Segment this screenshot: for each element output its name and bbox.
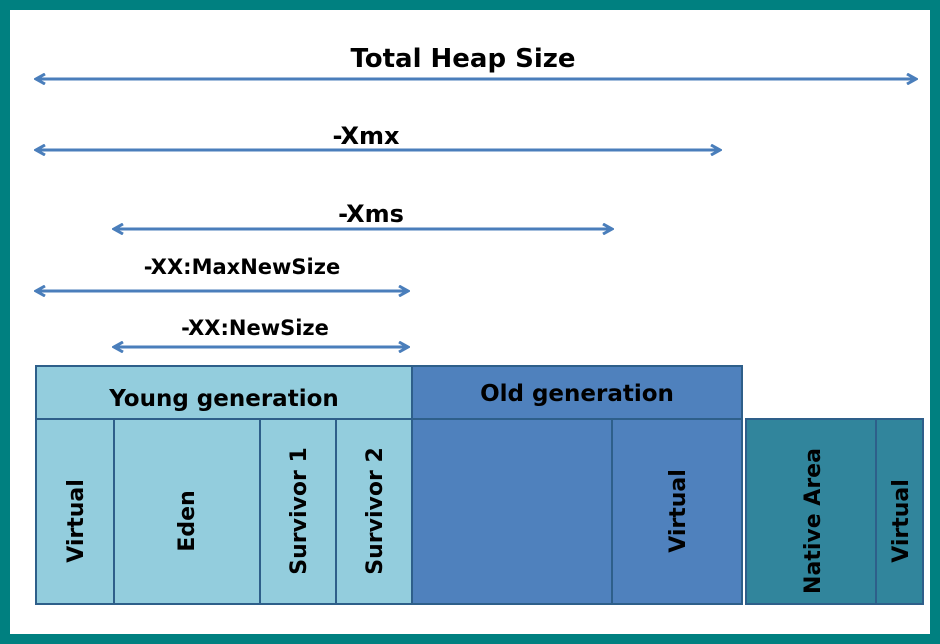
native-area-label: Native Area: [801, 448, 826, 594]
old-generation-label: Old generation: [480, 381, 674, 407]
old-virtual-cell: [611, 418, 743, 605]
total-heap-label: Total Heap Size: [350, 44, 575, 74]
max-new-size-label: -XX:MaxNewSize: [144, 255, 340, 279]
new-size-label: -XX:NewSize: [181, 316, 329, 340]
native-virtual-cell: [875, 418, 924, 605]
eden-cell: [113, 418, 261, 605]
native-virtual-label: Virtual: [889, 479, 914, 563]
eden-label: Eden: [175, 490, 200, 551]
diagram-canvas: Total Heap Size -Xmx -Xms -XX:MaxNewSize…: [10, 10, 930, 634]
young-virtual-cell: [35, 418, 115, 605]
old-virtual-label: Virtual: [666, 469, 691, 553]
survivor2-label: Survivor 2: [363, 447, 388, 575]
young-virtual-label: Virtual: [64, 479, 89, 563]
survivor1-label: Survivor 1: [287, 447, 312, 575]
young-generation-label: Young generation: [108, 386, 339, 412]
xmx-label: -Xmx: [333, 122, 401, 150]
heap-diagram: Total Heap Size -Xmx -Xms -XX:MaxNewSize…: [10, 44, 924, 605]
young-generation-header: [35, 365, 413, 420]
old-used-cell: [411, 418, 613, 605]
survivor1-cell: [259, 418, 337, 605]
survivor2-cell: [335, 418, 413, 605]
xms-label: -Xms: [338, 200, 404, 228]
